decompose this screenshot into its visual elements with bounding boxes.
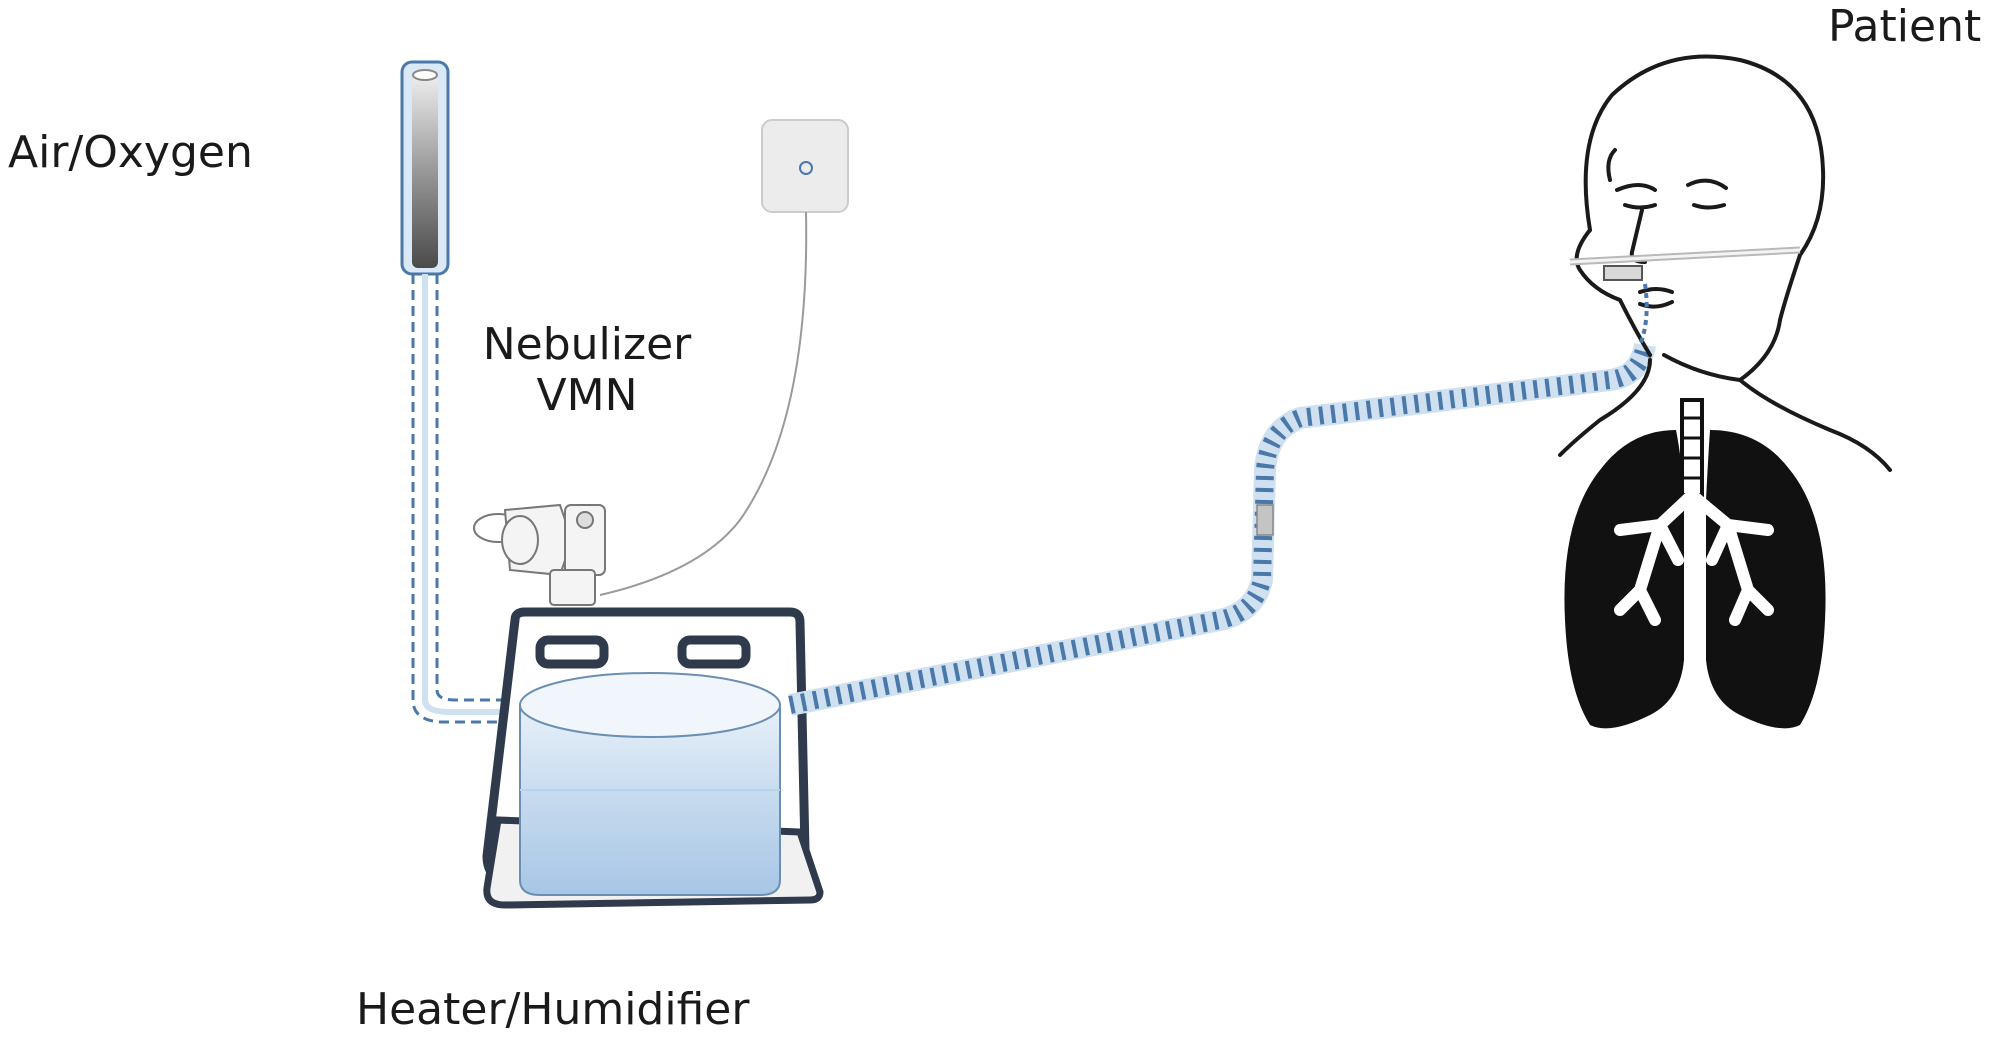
air-oxygen-label: Air/Oxygen [8,127,253,178]
heater-humidifier-label: Heater/Humidifier [356,984,750,1035]
lungs-icon [1564,398,1826,729]
nebulizer-label-line2: VMN [536,369,638,421]
supply-tubing [411,274,520,724]
heated-circuit-tubing [787,342,1656,716]
humidifier-chamber-icon [482,607,824,909]
nasal-cannula-icon [1569,246,1801,346]
flowmeter-icon [400,60,450,276]
nebulizer-label: Nebulizer VMN [472,319,702,421]
patient-head-icon [1558,54,1892,472]
nebulizer-controller-icon [599,119,849,596]
patient-label: Patient [1828,1,1982,52]
nebulizer-device-icon [473,503,606,606]
nebulizer-label-line1: Nebulizer [482,319,692,370]
